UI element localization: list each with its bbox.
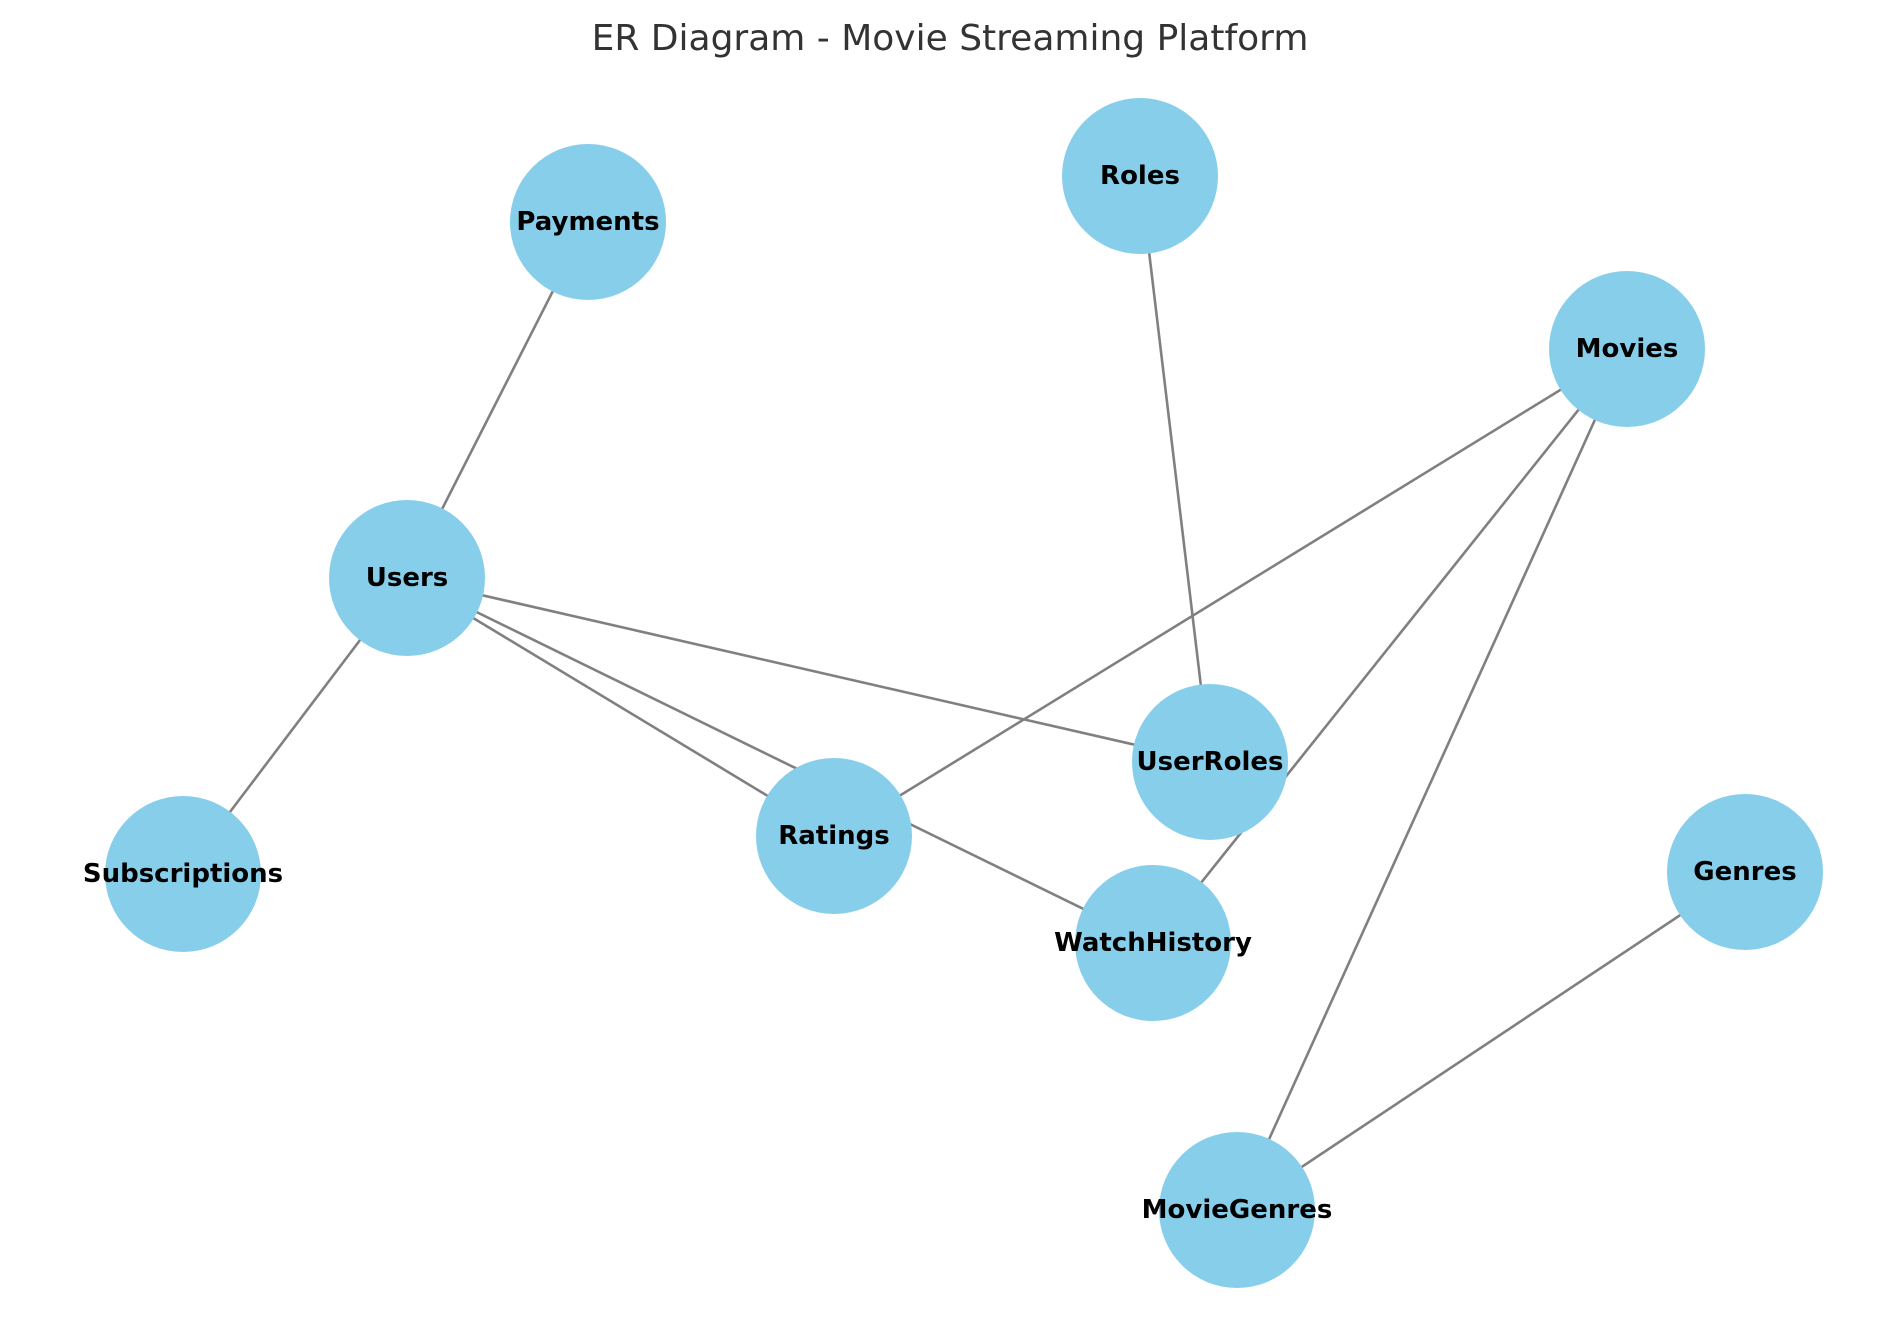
entity-node-ratings: Ratings <box>756 758 912 914</box>
entity-label: Subscriptions <box>83 859 283 889</box>
entity-circle <box>1667 794 1823 950</box>
entity-node-payments: Payments <box>510 144 666 300</box>
entity-node-users: Users <box>329 500 485 656</box>
entity-label: Users <box>366 563 449 593</box>
entity-node-movies: Movies <box>1549 271 1705 427</box>
edge-users-watchhistory <box>406 576 1154 945</box>
entity-label: UserRoles <box>1137 747 1284 777</box>
entity-circle <box>1549 271 1705 427</box>
entity-circle <box>510 144 666 300</box>
entity-circle <box>329 500 485 656</box>
edge-users-ratings <box>406 576 835 838</box>
edge-genres-moviegenres <box>1236 870 1746 1212</box>
entity-label: Movies <box>1576 334 1679 364</box>
entity-node-subscriptions: Subscriptions <box>83 796 283 952</box>
entity-label: MovieGenres <box>1142 1195 1333 1225</box>
entity-label: Payments <box>516 207 659 237</box>
entity-circle <box>1062 98 1218 254</box>
entity-circle <box>1132 684 1288 840</box>
edge-users-userroles <box>406 576 1211 764</box>
entity-label: Ratings <box>778 821 890 851</box>
entity-node-moviegenres: MovieGenres <box>1142 1132 1333 1288</box>
edge-movies-watchhistory <box>1151 348 1629 944</box>
entity-node-watchhistory: WatchHistory <box>1054 865 1252 1021</box>
entity-circle <box>1075 865 1231 1021</box>
diagram-title: ER Diagram - Movie Streaming Platform <box>592 18 1309 59</box>
entity-label: WatchHistory <box>1054 928 1252 958</box>
nodes-layer: Users Payments RolesMoviesUserRolesRatings… <box>83 98 1823 1288</box>
edge-movies-moviegenres <box>1235 348 1629 1211</box>
entity-label: Genres <box>1693 857 1796 887</box>
entity-circle <box>756 758 912 914</box>
entity-node-roles: Roles <box>1062 98 1218 254</box>
edge-roles-userroles <box>1138 175 1212 763</box>
entity-label: Roles <box>1100 161 1180 191</box>
edge-movies-ratings <box>833 347 1628 838</box>
edges-layer <box>181 175 1746 1212</box>
entity-node-genres: Genres <box>1667 794 1823 950</box>
entity-circle <box>1159 1132 1315 1288</box>
entity-node-userroles: UserRoles <box>1132 684 1288 840</box>
entity-circle <box>105 796 261 952</box>
